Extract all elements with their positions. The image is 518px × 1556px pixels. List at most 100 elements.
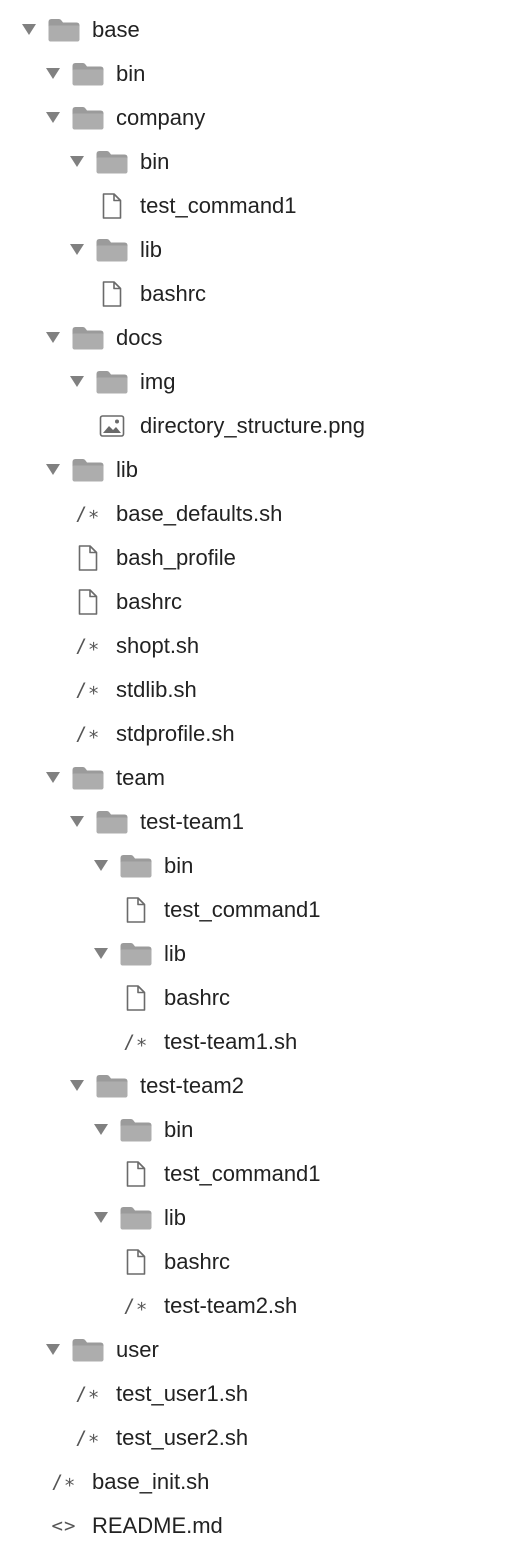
disclosure-triangle-icon[interactable] — [46, 464, 60, 475]
folder-icon — [95, 808, 129, 836]
tree-item-script[interactable]: /∗ base_defaults.sh — [0, 492, 518, 536]
image-file-icon — [95, 412, 129, 440]
tree-item-label: bash_profile — [116, 545, 236, 570]
tree-item-script[interactable]: /∗test_user1.sh — [0, 1372, 518, 1416]
tree-item-folder[interactable]: lib — [0, 228, 518, 272]
tree-item-file[interactable]: test_command1 — [0, 1152, 518, 1196]
tree-item-script[interactable]: /∗stdlib.sh — [0, 668, 518, 712]
disclosure-triangle-icon[interactable] — [22, 24, 36, 35]
file-icon — [71, 588, 105, 616]
tree-item-file[interactable]: bashrc — [0, 580, 518, 624]
folder-icon — [71, 60, 105, 88]
tree-item-file[interactable]: bashrc — [0, 976, 518, 1020]
file-icon — [95, 192, 129, 220]
folder-icon — [95, 368, 129, 396]
folder-icon — [71, 764, 105, 792]
file-icon — [119, 896, 153, 924]
tree-item-script[interactable]: /∗ test_user2.sh — [0, 1416, 518, 1460]
disclosure-triangle-icon[interactable] — [46, 332, 60, 343]
tree-item-label: docs — [116, 325, 163, 350]
disclosure-triangle-icon[interactable] — [46, 1344, 60, 1355]
tree-item-folder[interactable]: company — [0, 96, 518, 140]
tree-item-label: stdprofile.sh — [116, 721, 235, 746]
tree-item-file[interactable]: test_command1 — [0, 184, 518, 228]
tree-item-script[interactable]: /∗stdprofile.sh — [0, 712, 518, 756]
file-icon — [119, 1160, 153, 1188]
tree-item-label: test_user1.sh — [116, 1381, 249, 1406]
tree-item-label: base_defaults.sh — [116, 501, 283, 526]
tree-item-label: bin — [140, 149, 170, 174]
tree-item-file[interactable]: bashrc — [0, 1240, 518, 1284]
markup-file-icon: <> — [51, 1515, 77, 1537]
tree-item-folder[interactable]: lib — [0, 1196, 518, 1240]
file-icon — [71, 544, 105, 572]
tree-item-script[interactable]: /∗ shopt.sh — [0, 624, 518, 668]
tree-item-label: img — [140, 369, 176, 394]
disclosure-triangle-icon[interactable] — [70, 156, 84, 167]
tree-item-markup[interactable]: <> README.md — [0, 1504, 518, 1548]
folder-icon — [71, 324, 105, 352]
tree-item-label: test-team1 — [140, 809, 244, 834]
disclosure-triangle-icon[interactable] — [46, 772, 60, 783]
disclosure-triangle-icon[interactable] — [46, 68, 60, 79]
tree-item-file[interactable]: bash_profile — [0, 536, 518, 580]
tree-item-file[interactable]: bashrc — [0, 272, 518, 316]
tree-item-label: test_command1 — [164, 1161, 321, 1186]
tree-item-image[interactable]: directory_structure.png — [0, 404, 518, 448]
tree-item-folder[interactable]: bin — [0, 1108, 518, 1152]
tree-item-label: bin — [164, 1117, 194, 1142]
script-file-icon: /∗ — [123, 1295, 149, 1317]
tree-item-label: bashrc — [140, 281, 207, 306]
tree-item-label: bin — [116, 61, 146, 86]
tree-item-folder[interactable]: lib — [0, 932, 518, 976]
tree-item-label: test-team2 — [140, 1073, 244, 1098]
disclosure-triangle-icon[interactable] — [70, 1080, 84, 1091]
tree-item-folder[interactable]: docs — [0, 316, 518, 360]
tree-item-label: user — [116, 1337, 159, 1362]
disclosure-triangle-icon[interactable] — [70, 816, 84, 827]
folder-icon — [95, 236, 129, 264]
tree-item-folder[interactable]: bin — [0, 844, 518, 888]
tree-item-label: lib — [164, 941, 187, 966]
tree-item-folder[interactable]: base — [0, 8, 518, 52]
folder-icon — [95, 1072, 129, 1100]
tree-item-label: bashrc — [164, 985, 231, 1010]
tree-item-folder[interactable]: img — [0, 360, 518, 404]
tree-item-folder[interactable]: test-team2 — [0, 1064, 518, 1108]
tree-item-label: lib — [140, 237, 163, 262]
disclosure-triangle-icon[interactable] — [94, 1124, 108, 1135]
file-icon — [119, 1248, 153, 1276]
script-file-icon: /∗ — [75, 1427, 101, 1449]
tree-item-folder[interactable]: lib — [0, 448, 518, 492]
tree-item-folder[interactable]: bin — [0, 140, 518, 184]
folder-icon — [119, 852, 153, 880]
tree-item-script[interactable]: /∗test-team1.sh — [0, 1020, 518, 1064]
folder-icon — [119, 940, 153, 968]
disclosure-triangle-icon[interactable] — [94, 860, 108, 871]
tree-item-folder[interactable]: bin — [0, 52, 518, 96]
file-icon — [119, 984, 153, 1012]
disclosure-triangle-icon[interactable] — [94, 948, 108, 959]
disclosure-triangle-icon[interactable] — [94, 1212, 108, 1223]
tree-item-script[interactable]: /∗test-team2.sh — [0, 1284, 518, 1328]
tree-item-folder[interactable]: test-team1 — [0, 800, 518, 844]
script-file-icon: /∗ — [75, 635, 101, 657]
disclosure-triangle-icon[interactable] — [70, 376, 84, 387]
tree-item-label: bashrc — [164, 1249, 231, 1274]
tree-item-label: README.md — [92, 1513, 223, 1538]
tree-item-folder[interactable]: team — [0, 756, 518, 800]
tree-item-file[interactable]: test_command1 — [0, 888, 518, 932]
script-file-icon: /∗ — [75, 503, 101, 525]
tree-item-label: stdlib.sh — [116, 677, 197, 702]
tree-item-label: lib — [164, 1205, 187, 1230]
tree-item-folder[interactable]: user — [0, 1328, 518, 1372]
tree-item-label: bashrc — [116, 589, 183, 614]
tree-item-label: shopt.sh — [116, 633, 200, 658]
tree-item-label: team — [116, 765, 165, 790]
disclosure-triangle-icon[interactable] — [70, 244, 84, 255]
tree-item-label: test-team1.sh — [164, 1029, 298, 1054]
disclosure-triangle-icon[interactable] — [46, 112, 60, 123]
tree-item-script[interactable]: /∗base_init.sh — [0, 1460, 518, 1504]
tree-item-label: test_user2.sh — [116, 1425, 249, 1450]
